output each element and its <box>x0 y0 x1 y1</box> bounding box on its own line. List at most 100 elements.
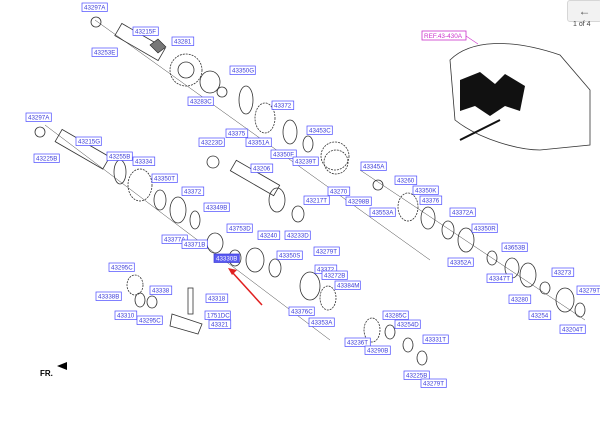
part-label[interactable]: 43350T <box>151 173 178 183</box>
part-label[interactable]: 43295C <box>108 262 135 272</box>
part-label[interactable]: 43653B <box>501 242 528 252</box>
back-button[interactable]: ← <box>567 0 600 22</box>
part-label[interactable]: 43453C <box>306 125 333 135</box>
part-label[interactable]: 43350S <box>276 250 303 260</box>
part-label[interactable]: 43318 <box>205 293 229 303</box>
part-number: 43215F <box>135 29 156 36</box>
lower-left-assembly <box>126 274 428 366</box>
part-label[interactable]: 1751DC <box>204 310 231 320</box>
part-label[interactable]: 43349B <box>203 202 230 212</box>
part-label[interactable]: 43253E <box>91 47 118 57</box>
part-label[interactable]: 43350K <box>412 185 439 195</box>
part-label[interactable]: 43372A <box>449 207 476 217</box>
part-label[interactable]: 43375 <box>225 128 249 138</box>
part-label[interactable]: 43290B <box>364 345 391 355</box>
part-label[interactable]: 43215F <box>132 26 159 36</box>
part-number: 43350G <box>232 68 254 75</box>
part-number: 43272B <box>324 273 345 280</box>
part-number: 43239T <box>295 159 316 166</box>
part-label[interactable]: 43352A <box>447 257 474 267</box>
part-label[interactable]: 43279T <box>420 378 447 388</box>
part-label[interactable]: 43371B <box>181 239 208 249</box>
part-label[interactable]: 43384M <box>334 280 361 290</box>
part-number: 43453C <box>309 128 331 135</box>
part-label[interactable]: 43281 <box>171 36 195 46</box>
part-label[interactable]: 43285C <box>382 310 409 320</box>
part-label[interactable]: 43331T <box>422 334 449 344</box>
part-label[interactable]: 43753D <box>226 223 253 233</box>
part-label[interactable]: 43217T <box>303 195 330 205</box>
part-label[interactable]: 43236T <box>344 337 371 347</box>
part-label[interactable]: 43350R <box>471 223 498 233</box>
part-label[interactable]: 43334 <box>132 156 156 166</box>
part-number: 43295C <box>111 265 133 272</box>
part-number: 1751DC <box>207 313 230 320</box>
part-label[interactable]: 43310 <box>114 310 138 320</box>
part-label[interactable]: 43377A <box>161 234 188 244</box>
part-number: 43553A <box>372 210 394 217</box>
part-number: 43376 <box>422 198 440 205</box>
part-label[interactable]: 43206 <box>250 163 274 173</box>
part-number: 43279T <box>423 381 444 388</box>
part-label[interactable]: 43321 <box>208 319 232 329</box>
part-number: 43338B <box>98 294 119 301</box>
red-arrow-indicator <box>228 268 263 306</box>
part-number: 43318 <box>208 296 226 303</box>
part-number: 43375 <box>228 131 246 138</box>
part-number: 43253E <box>94 50 115 57</box>
part-label[interactable]: 43283C <box>187 96 214 106</box>
part-label[interactable]: 43347T <box>486 273 513 283</box>
part-number: 43215G <box>78 139 100 146</box>
part-label[interactable]: 43254 <box>528 310 552 320</box>
part-label[interactable]: 43338 <box>149 285 173 295</box>
part-label[interactable]: 43240 <box>257 230 281 240</box>
part-label[interactable]: 43204T <box>559 324 586 334</box>
part-label[interactable]: 43298B <box>345 196 372 206</box>
part-label[interactable]: 43350F <box>270 149 297 159</box>
part-number: 43377A <box>164 237 186 244</box>
part-label[interactable]: 43279T <box>576 285 600 295</box>
part-number: 43254 <box>531 313 549 320</box>
part-label[interactable]: 43353A <box>308 317 335 327</box>
part-label[interactable]: 43376 <box>419 195 443 205</box>
part-number: 43372A <box>452 210 474 217</box>
part-label[interactable]: 43279T <box>313 246 340 256</box>
part-label[interactable]: 43372 <box>181 186 205 196</box>
part-label[interactable]: 43376C <box>288 306 315 316</box>
part-label[interactable]: 43254D <box>394 319 421 329</box>
part-number: 43204T <box>562 327 583 334</box>
part-label[interactable]: 43372 <box>271 100 295 110</box>
part-label[interactable]: 43351A <box>245 137 272 147</box>
part-label[interactable]: 43350G <box>229 65 256 75</box>
part-label[interactable]: 43239T <box>292 156 319 166</box>
part-number: 43225B <box>406 373 427 380</box>
part-number: 43353A <box>311 320 333 327</box>
reference-label[interactable]: REF.43-430A <box>421 30 479 45</box>
lower-right-assembly <box>359 169 586 321</box>
part-label[interactable]: 43225B <box>33 153 60 163</box>
part-label[interactable]: 43553A <box>369 207 396 217</box>
part-label[interactable]: 43297A <box>81 2 108 12</box>
part-label[interactable]: 43338B <box>95 291 122 301</box>
part-label[interactable]: 43273 <box>551 267 575 277</box>
part-label[interactable]: 43223D <box>198 137 225 147</box>
part-label[interactable]: 43255B <box>106 151 133 161</box>
part-label[interactable]: 43272B <box>321 270 348 280</box>
part-number: 43225B <box>36 156 57 163</box>
part-label[interactable]: 43280 <box>508 294 532 304</box>
part-label[interactable]: 43233D <box>284 230 311 240</box>
part-label[interactable]: 43260 <box>394 175 418 185</box>
part-label[interactable]: 43345A <box>360 161 387 171</box>
part-label[interactable]: 43215G <box>75 136 102 146</box>
part-label[interactable]: 43297A <box>25 112 52 122</box>
part-label[interactable]: 43295C <box>136 315 163 325</box>
part-number: 43285C <box>385 313 407 320</box>
highlighted-part-label[interactable]: 43330B <box>213 253 240 263</box>
part-label[interactable]: 43270 <box>327 186 351 196</box>
transmission-housing <box>449 43 591 151</box>
part-number: 43372 <box>317 267 335 274</box>
part-number: 43233D <box>287 233 309 240</box>
part-label[interactable]: 43225B <box>403 370 430 380</box>
